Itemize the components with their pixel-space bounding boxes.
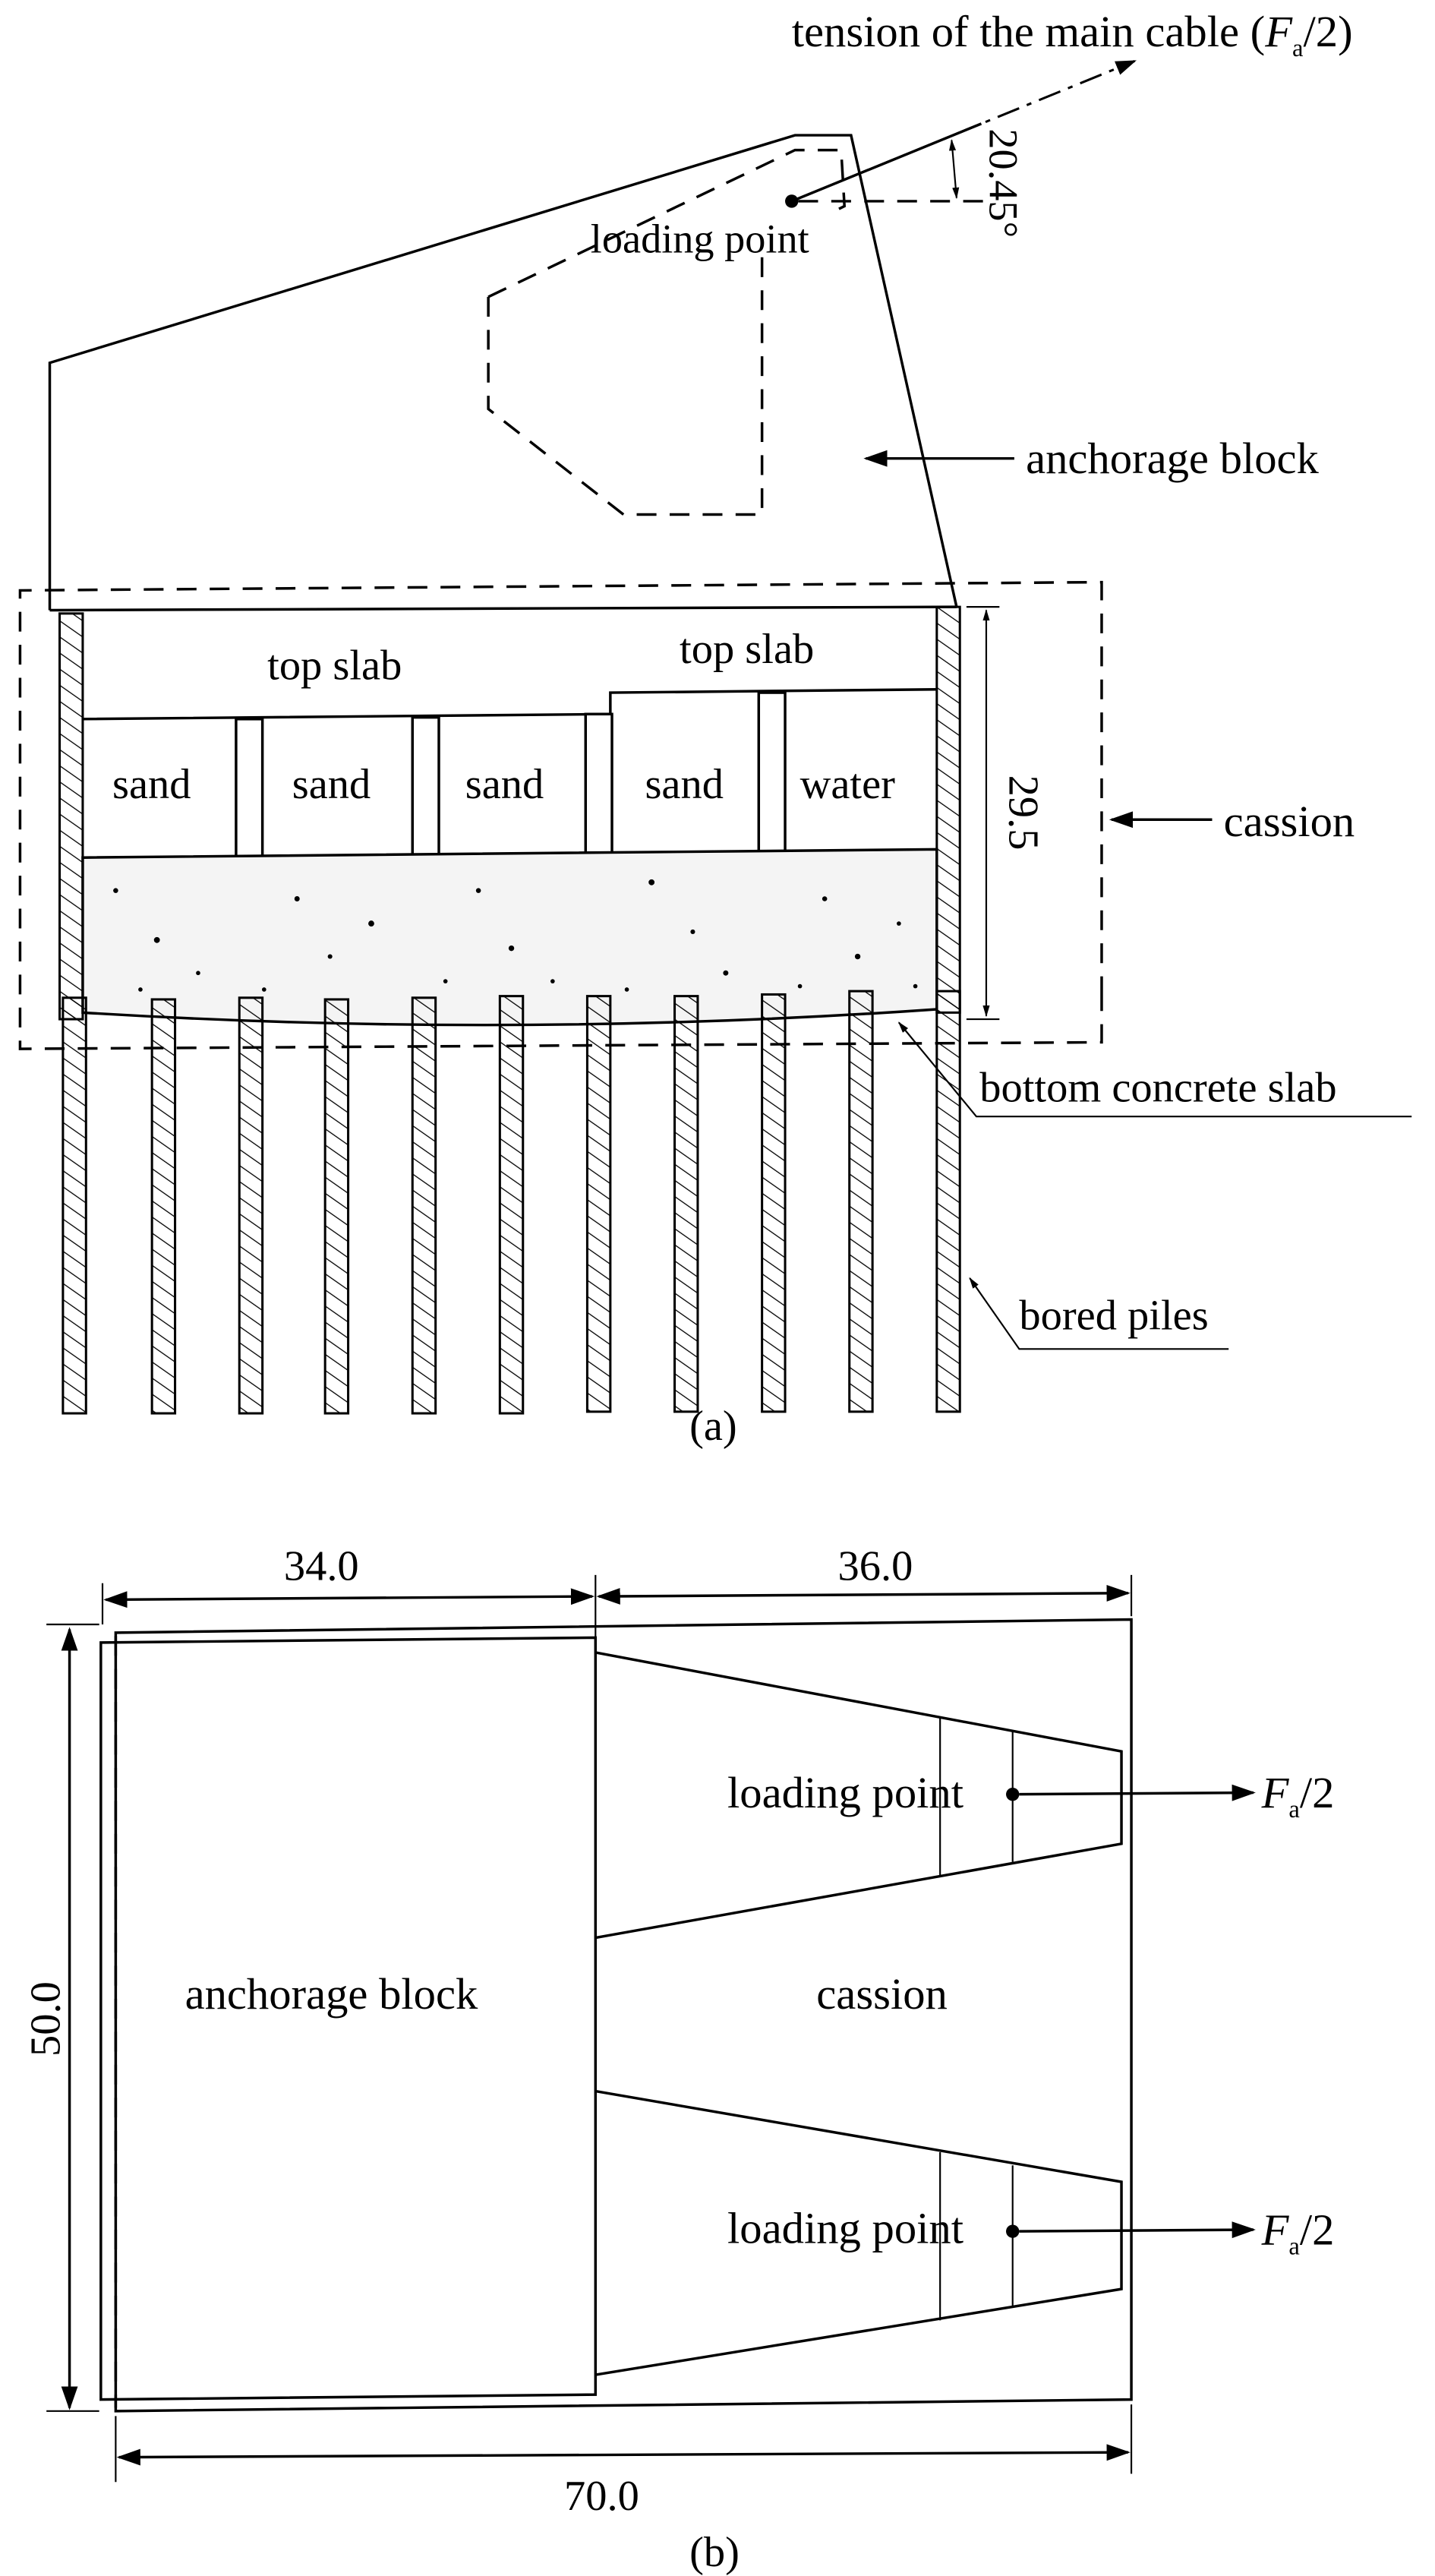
loading-point-bottom-label: loading point <box>727 2203 964 2252</box>
angle-label: 20.45° <box>980 128 1026 238</box>
dim-cassion-length: 36.0 <box>838 1542 913 1589</box>
cassion-plan-outline <box>114 1618 1133 2413</box>
compartment-label: sand <box>645 761 723 808</box>
anchorage-block-label: anchorage block <box>1026 434 1319 483</box>
cassion-outline <box>18 580 1103 1050</box>
compartment-label: sand <box>292 761 371 808</box>
bored-piles-label: bored piles <box>1019 1292 1208 1339</box>
figure-b: 34.0 36.0 anchorage block cassion loadin… <box>23 1542 1335 2576</box>
bottom-slab-label: bottom concrete slab <box>979 1065 1336 1112</box>
cassion-label: cassion <box>1224 797 1355 846</box>
cassion-plan-label: cassion <box>816 1969 948 2019</box>
concrete-speckle <box>113 879 918 992</box>
anchorage-block-plan-label: anchorage block <box>185 1969 478 2019</box>
anchorage-block-outline <box>48 134 958 611</box>
anchorage-plan-outline <box>99 1636 598 2401</box>
dim-total-length: 70.0 <box>564 2473 639 2520</box>
anchor-chamber-outline <box>487 148 847 298</box>
compartment-label: sand <box>465 761 544 808</box>
cable-tension-label: tension of the main cable (Fa/2) <box>792 7 1353 62</box>
top-slab-right-label: top slab <box>680 626 814 673</box>
dim-anchorage-width: 34.0 <box>284 1542 359 1589</box>
compartment-label: water <box>800 761 896 808</box>
figure-a: tension of the main cable (Fa/2) 20.45° … <box>18 7 1412 1450</box>
loading-point-top-label: loading point <box>727 1768 964 1817</box>
loading-point-dot <box>785 194 799 208</box>
compartment-label: sand <box>112 761 191 808</box>
force-label-top: Fa/2 <box>1261 1768 1335 1823</box>
height-dimension-label: 29.5 <box>999 775 1046 851</box>
top-slab-left-label: top slab <box>267 642 402 690</box>
bored-piles <box>62 990 961 1415</box>
caption-a: (a) <box>689 1403 737 1450</box>
loading-point-label: loading point <box>591 216 809 261</box>
dim-height: 50.0 <box>23 1981 70 2057</box>
force-label-bottom: Fa/2 <box>1261 2205 1335 2261</box>
caption-b: (b) <box>689 2529 740 2576</box>
